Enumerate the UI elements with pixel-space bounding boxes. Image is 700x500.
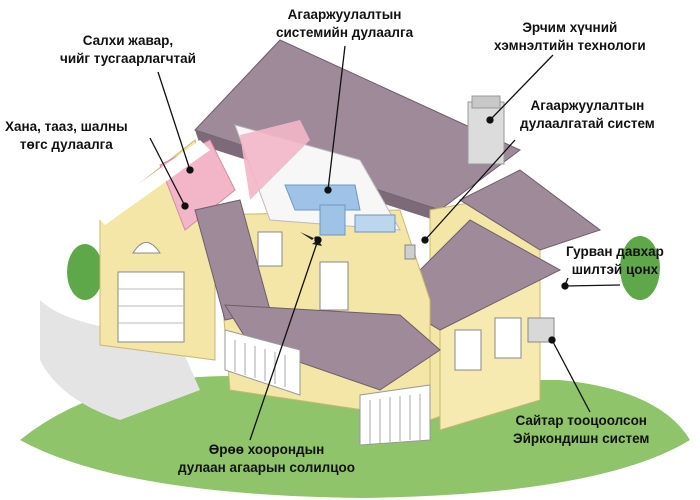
- label-roof-ventilation: Салхи жавар, чийг тусгаарлагчтай: [60, 33, 196, 66]
- vent-duct-down: [319, 204, 346, 236]
- garage-door: [117, 271, 185, 343]
- leader-lines: [149, 45, 621, 441]
- porch-railing: [234, 340, 421, 444]
- label-air-conditioning: Сайтар тооцоолсон Эйркондишн систем: [513, 413, 650, 446]
- label-vent-duct-insulation: Агааржуулалтын системийн дулаалга: [276, 7, 414, 40]
- lawn: [20, 376, 690, 498]
- chimney-cap: [471, 95, 501, 109]
- label-triple-window: Гурван давхар шилтэй цонх: [566, 244, 664, 277]
- vent-duct: [284, 184, 361, 211]
- gable-trim: [95, 140, 210, 225]
- driveway: [40, 300, 200, 420]
- window-center: [319, 261, 349, 311]
- window-bay-1: [454, 329, 482, 371]
- label-wall-insulation: Хана, тааз, шалны төгс дулаалга: [5, 119, 128, 152]
- vent-duct-side: [354, 214, 396, 233]
- window-dormer-1: [257, 231, 283, 267]
- shrub-right: [620, 236, 660, 300]
- arched-window: [132, 242, 161, 254]
- label-energy-tech: Эрчим хүчний хэмнэлтийн технологи: [494, 20, 646, 53]
- shrub-left: [67, 244, 103, 300]
- wall-vent: [404, 244, 416, 260]
- attic-insulation: [240, 120, 310, 200]
- label-insulated-system: Агааржуулалтын дулаалгатай систем: [520, 98, 655, 131]
- label-heat-exchange: Өрөө хоорондын дулаан агаарын солилцоо: [178, 442, 356, 475]
- porch-right: [359, 384, 431, 446]
- side-roof-small: [458, 169, 602, 251]
- window-bay-2: [494, 317, 522, 359]
